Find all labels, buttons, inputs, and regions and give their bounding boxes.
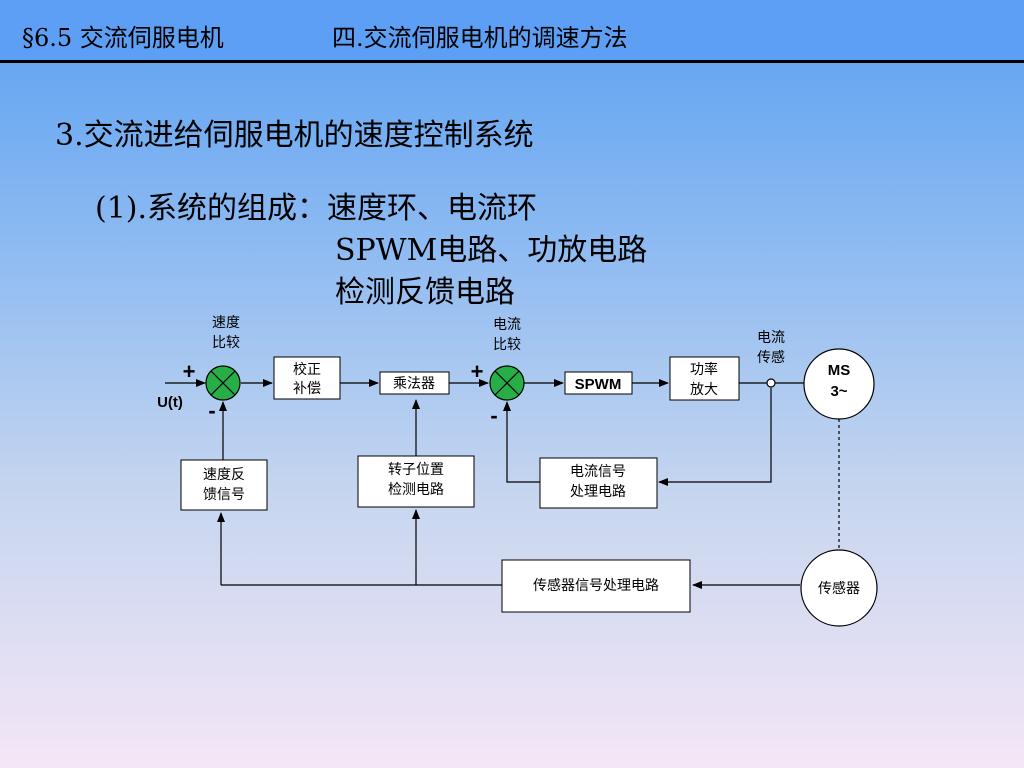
sensor-circle bbox=[800, 549, 878, 627]
current-sense-label-2: 传感 bbox=[757, 349, 785, 366]
signal-lines bbox=[165, 379, 840, 589]
motor-circle bbox=[803, 348, 875, 420]
current-compare-label-1: 电流 bbox=[493, 317, 521, 333]
slide-header: §6.5 交流伺服电机 四.交流伺服电机的调速方法 bbox=[0, 0, 1024, 63]
multiplier-box bbox=[379, 371, 450, 395]
current-proc-label-1: 电流信号 bbox=[570, 464, 626, 480]
line-current-feedback bbox=[503, 401, 540, 483]
multiplier-label: 乘法器 bbox=[393, 376, 435, 392]
speed-feedback-label-1: 速度反 bbox=[203, 467, 245, 483]
input-signal-label: U(t) bbox=[157, 394, 183, 411]
current-summing-junction bbox=[489, 365, 525, 401]
speed-compare-label-1: 速度 bbox=[212, 315, 240, 331]
corrector-box bbox=[273, 356, 341, 400]
power-amp-label-2: 放大 bbox=[690, 382, 718, 398]
current-proc-label-2: 处理电路 bbox=[570, 484, 626, 500]
rotor-detect-label-2: 检测电路 bbox=[388, 482, 444, 498]
speed-minus-sign: - bbox=[208, 398, 215, 423]
component-line-2: SPWM电路、功放电路 bbox=[335, 233, 648, 268]
line-sense-to-current-proc bbox=[658, 388, 772, 486]
power-amp-box bbox=[669, 356, 740, 401]
topic-label: 四.交流伺服电机的调速方法 bbox=[332, 24, 628, 52]
sensor-proc-label: 传感器信号处理电路 bbox=[533, 577, 659, 594]
motor-label-1: MS bbox=[828, 362, 851, 379]
current-proc-box bbox=[539, 457, 658, 509]
slide-title: 3.交流进给伺服电机的速度控制系统 bbox=[55, 118, 534, 153]
spwm-box bbox=[564, 371, 633, 395]
current-plus-sign: + bbox=[471, 359, 484, 384]
speed-plus-sign: + bbox=[183, 359, 196, 384]
power-amp-label-1: 功率 bbox=[690, 361, 718, 378]
current-sense-label-1: 电流 bbox=[757, 330, 785, 346]
current-minus-sign: - bbox=[490, 403, 497, 428]
corrector-label-1: 校正 bbox=[293, 361, 321, 378]
speed-feedback-label-2: 馈信号 bbox=[203, 487, 245, 503]
current-sense-node bbox=[766, 378, 776, 388]
spwm-label: SPWM bbox=[575, 376, 622, 393]
speed-feedback-box bbox=[180, 459, 268, 511]
component-line-3: 检测反馈电路 bbox=[335, 275, 515, 310]
component-line-1: (1).系统的组成：速度环、电流环 bbox=[95, 191, 538, 226]
rotor-detect-label-1: 转子位置 bbox=[388, 462, 444, 478]
motor-label-2: 3~ bbox=[830, 383, 847, 400]
speed-summing-junction bbox=[205, 365, 241, 401]
rotor-detect-box bbox=[357, 455, 475, 508]
sensor-label: 传感器 bbox=[818, 580, 860, 597]
sensor-proc-box bbox=[501, 559, 691, 613]
corrector-label-2: 补偿 bbox=[293, 381, 321, 397]
section-label: §6.5 交流伺服电机 bbox=[22, 24, 224, 52]
current-compare-label-2: 比较 bbox=[493, 337, 521, 353]
speed-compare-label-2: 比较 bbox=[212, 335, 240, 351]
